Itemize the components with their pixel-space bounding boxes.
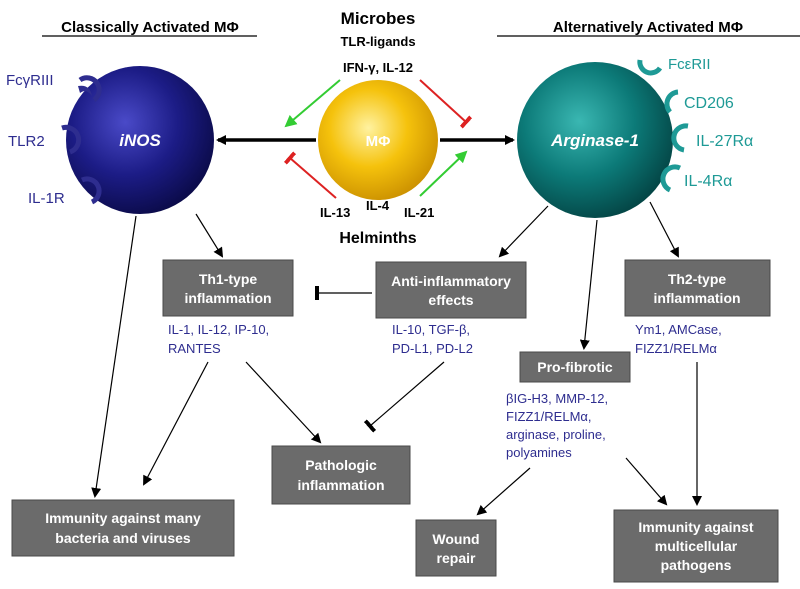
inos-label: iNOS [119,131,161,150]
il-inhibits-classical-arrow [283,151,337,199]
th2-box [624,259,771,317]
il21-label: IL-21 [404,205,434,220]
tlr2-receptor-icon [61,124,82,155]
profibrotic-mediators-line2: FIZZ1/RELMα, [506,409,592,424]
il13-label: IL-13 [320,205,350,220]
th1-box [162,259,294,317]
tlr-ligands-label: TLR-ligands [340,34,415,49]
macrophage-label: MΦ [366,133,391,150]
anti-mediators-line1: IL-10, TGF-β, [392,322,470,337]
immunity-bacteria-line2: bacteria and viruses [55,530,191,546]
fceri-receptor-icon [637,59,663,76]
anti-box-line2: effects [428,292,473,308]
resting-macrophage-cell [318,80,438,200]
classical-macrophage-cell [66,66,214,214]
immunity-multicellular-box [613,509,779,583]
profibrotic-mediators-line1: βIG-H3, MMP-12, [506,391,608,406]
th1-mediators-line2: RANTES [168,341,221,356]
cd206-receptor-icon [664,89,679,114]
il4ra-label: IL-4Rα [684,173,732,190]
immunity-bacteria-box [11,499,235,557]
il4ra-receptor-icon [660,164,682,193]
fcgriii-label: FcγRIII [6,72,54,89]
anti-inflammatory-box [375,261,527,319]
profibrotic-mediators-line4: polyamines [506,445,572,460]
ifn-activates-classical-arrow [284,79,341,128]
pathologic-box-line2: inflammation [297,477,384,493]
il27ra-receptor-icon [671,123,689,153]
pathologic-box-line1: Pathologic [305,457,377,473]
immunity-bacteria-line1: Immunity against many [45,510,201,526]
th2-mediators-line1: Ym1, AMCase, [635,322,722,337]
alternative-to-profibrotic-arrow [579,219,598,350]
profibrotic-to-wound-arrow [476,467,531,516]
wound-repair-line1: Wound [432,531,479,547]
ifn-inhibits-alternative-arrow [419,79,473,129]
ifn-il12-label: IFN-γ, IL-12 [343,60,413,75]
profibrotic-box [519,351,631,383]
th1-box-line2: inflammation [184,290,271,306]
th1-to-pathologic-arrow [245,361,322,444]
wound-repair-line2: repair [437,550,476,566]
alternative-to-anti-arrow [498,205,549,258]
fcgriii-receptor-icon [78,75,102,103]
th1-to-immunity-arrow [143,361,209,486]
il4-label: IL-4 [366,198,390,213]
profibrotic-mediators-line3: arginase, proline, [506,427,606,442]
alternative-macrophage-cell [517,62,673,218]
th1-mediators-line1: IL-1, IL-12, IP-10, [168,322,269,337]
th1-box-line1: Th1-type [199,271,258,287]
wound-repair-box [415,519,497,577]
pathologic-box [271,445,411,505]
th2-box-line2: inflammation [653,290,740,306]
cd206-label: CD206 [684,95,734,112]
tlr2-label: TLR2 [8,133,45,150]
alternative-header: Alternatively Activated MΦ [553,19,743,36]
il1r-label: IL-1R [28,190,65,207]
immunity-mp-line1: Immunity against [638,519,753,535]
anti-mediators-line2: PD-L1, PD-L2 [392,341,473,356]
th2-mediators-line2: FIZZ1/RELMα [635,341,717,356]
immunity-mp-line2: multicellular [655,538,738,554]
il-activates-alternative-arrow [419,150,468,197]
anti-inhibits-pathologic [363,361,445,433]
profibrotic-to-immunity-arrow [625,457,668,506]
classical-to-th1-arrow [195,213,224,258]
anti-box-line1: Anti-inflammatory [391,273,511,289]
th2-box-line1: Th2-type [668,271,727,287]
il1r-receptor-icon [80,176,102,205]
helminths-label: Helminths [339,230,416,247]
il27ra-label: IL-27Rα [696,133,753,150]
fceri-label: FcεRII [668,56,711,73]
classical-to-immunity-arrow [91,215,137,498]
immunity-mp-line3: pathogens [661,557,732,573]
profibrotic-box-line1: Pro-fibrotic [537,359,613,375]
microbes-label: Microbes [341,9,416,28]
classical-header: Classically Activated MΦ [61,19,239,36]
alternative-to-th2-arrow [649,201,679,258]
arginase-label: Arginase-1 [550,131,639,150]
